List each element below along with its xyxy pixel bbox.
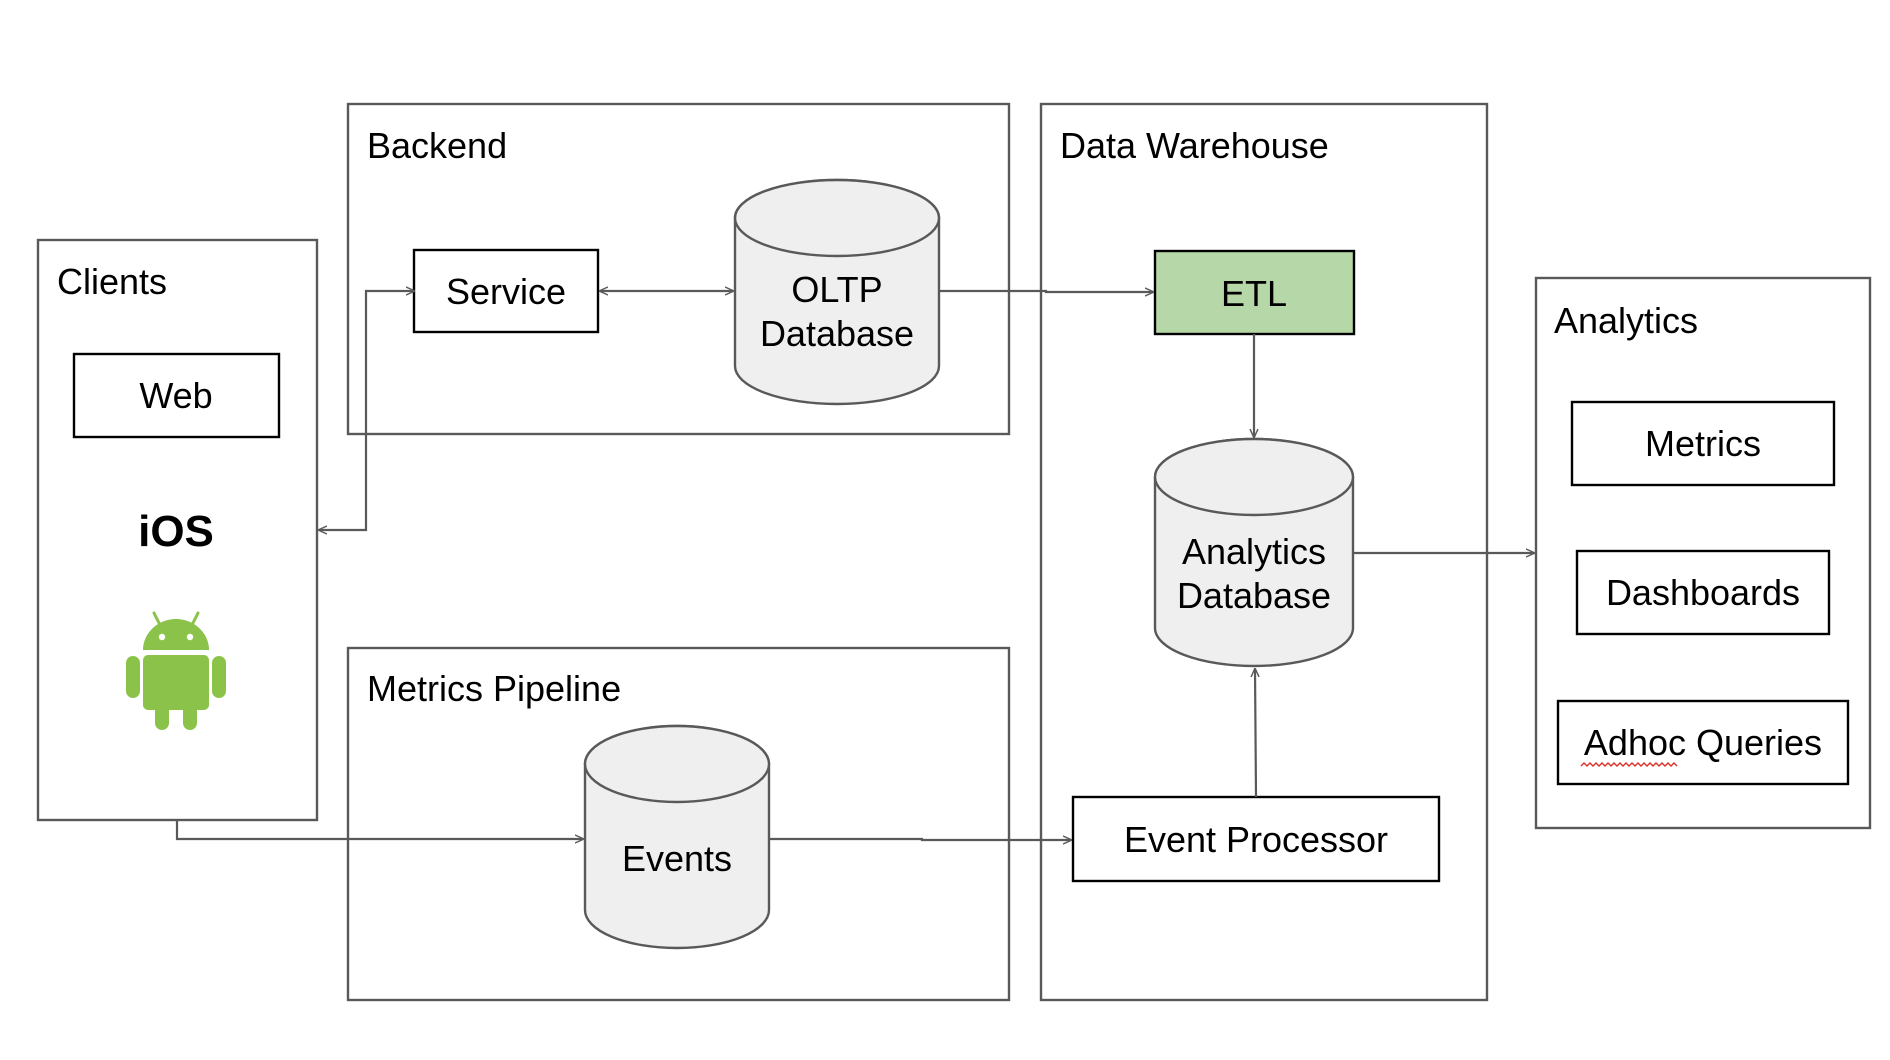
- clients-title: Clients: [57, 261, 167, 302]
- clients-group: [36, 238, 319, 822]
- oltp-to-etl-edge: [939, 291, 1153, 292]
- ios-label: iOS: [138, 507, 214, 556]
- oltp-database-cylinder[interactable]: [733, 178, 941, 406]
- dashboards-label: Dashboards: [1606, 572, 1800, 613]
- adhoc-queries-box[interactable]: [1556, 699, 1850, 786]
- etl-box[interactable]: [1153, 249, 1356, 336]
- web-label: Web: [139, 375, 212, 416]
- spellcheck-underline: [1580, 762, 1678, 767]
- metrics-label: Metrics: [1645, 423, 1761, 464]
- analytics-title: Analytics: [1554, 300, 1698, 341]
- event-processor-to-analytics-db-edge: [1255, 669, 1256, 798]
- pipeline-title: Metrics Pipeline: [367, 668, 621, 709]
- event-processor-box[interactable]: [1071, 795, 1441, 883]
- dashboards-box[interactable]: [1575, 549, 1831, 636]
- events-cylinder[interactable]: [583, 724, 771, 950]
- android-robot-icon: [126, 611, 226, 730]
- backend-title: Backend: [367, 125, 507, 166]
- service-label: Service: [446, 271, 566, 312]
- service-to-clients-edge: [319, 291, 414, 530]
- analytics-database-cylinder[interactable]: [1153, 437, 1355, 668]
- clients-to-events-edge: [175, 820, 583, 839]
- adhoc-queries-label: Adhoc Queries: [1584, 722, 1822, 763]
- warehouse-title: Data Warehouse: [1060, 125, 1329, 166]
- analytics-db-label-line1: Analytics: [1182, 531, 1326, 572]
- oltp-label-line1: OLTP: [791, 269, 882, 310]
- events-label: Events: [622, 838, 732, 879]
- analytics-db-label-line2: Database: [1177, 575, 1331, 616]
- oltp-label-line2: Database: [760, 313, 914, 354]
- service-box[interactable]: [412, 248, 600, 334]
- web-box[interactable]: [72, 352, 281, 439]
- events-to-event-processor-edge: [769, 839, 1071, 840]
- etl-label: ETL: [1221, 273, 1287, 314]
- event-processor-label: Event Processor: [1124, 819, 1388, 860]
- metrics-box[interactable]: [1570, 400, 1836, 487]
